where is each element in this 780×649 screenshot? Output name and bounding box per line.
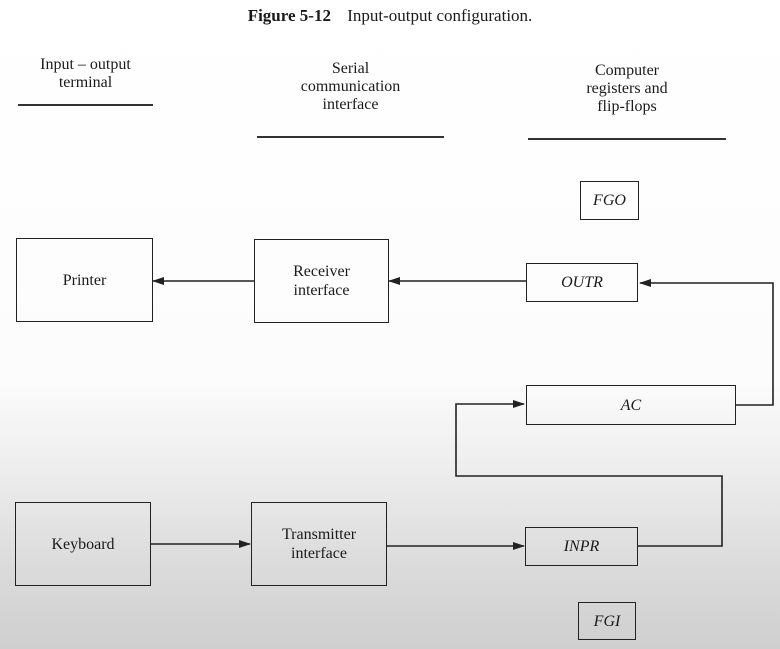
ac-register-box: AC	[526, 385, 736, 425]
column-heading-terminal: Input – output terminal	[40, 56, 131, 91]
outr-label: OUTR	[561, 274, 603, 291]
inpr-register-box: INPR	[525, 527, 638, 566]
column-rule-interface	[257, 136, 444, 138]
column-rule-terminal	[18, 104, 153, 106]
ac-label: AC	[620, 396, 642, 414]
receiver-interface-block: Receiver interface	[254, 239, 389, 323]
fgo-flag-box: FGO	[580, 181, 639, 220]
outr-register-box: OUTR	[526, 263, 638, 302]
fgi-label: FGI	[593, 612, 621, 630]
figure-caption: Input-output configuration.	[347, 6, 533, 25]
inpr-label: INPR	[563, 538, 600, 555]
fgi-flag-box: FGI	[578, 602, 636, 640]
arrow-ac-to-outr	[639, 279, 774, 406]
transmitter-interface-label: Transmitter interface	[281, 526, 357, 562]
transmitter-interface-block: Transmitter interface	[251, 502, 387, 586]
keyboard-label: Keyboard	[51, 535, 115, 553]
printer-label: Printer	[62, 271, 107, 289]
receiver-interface-label: Receiver interface	[293, 263, 350, 299]
column-heading-interface: Serial communication interface	[300, 60, 401, 113]
arrow-inpr-to-ac	[455, 400, 723, 547]
column-heading-registers: Computer registers and flip-flops	[586, 62, 668, 115]
column-rule-registers	[528, 138, 726, 140]
figure-number: Figure 5-12	[247, 6, 331, 25]
printer-block: Printer	[16, 238, 153, 322]
figure-title: Figure 5-12 Input-output configuration.	[0, 6, 780, 26]
fgo-label: FGO	[593, 192, 626, 209]
keyboard-block: Keyboard	[15, 502, 151, 586]
